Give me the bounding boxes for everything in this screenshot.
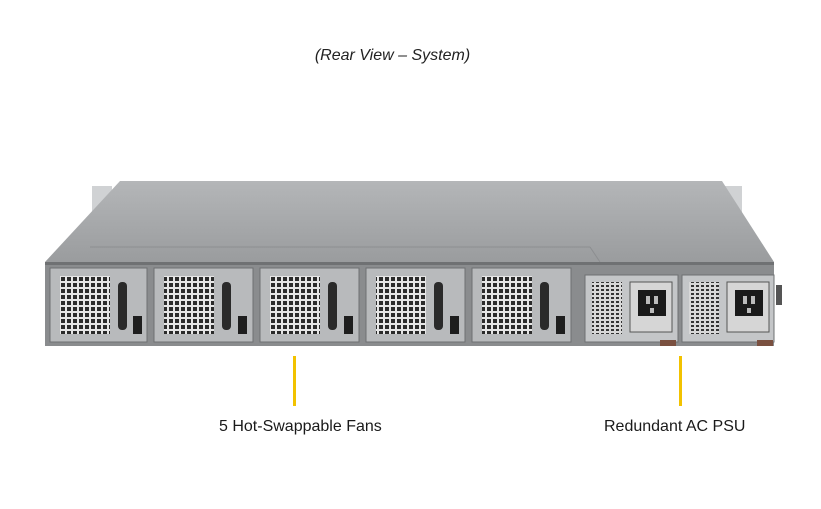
fan-module-4 (365, 267, 466, 343)
chassis-top-cover (45, 181, 774, 262)
psu-module-2 (681, 274, 775, 346)
fan-module-3 (259, 267, 360, 343)
psu-callout: Redundant AC PSU (604, 418, 746, 435)
fan-grille-icon (60, 276, 110, 334)
fans-callout: 5 Hot-Swappable Fans (219, 418, 382, 435)
fan-grille-icon (164, 276, 214, 334)
fan-grille-icon (482, 276, 532, 334)
fans-leader-line (293, 356, 296, 406)
view-caption: (Rear View – System) (314, 47, 471, 64)
fan-module-5 (471, 267, 572, 343)
fan-grille-icon (270, 276, 320, 334)
psu-module-1 (584, 274, 679, 346)
fan-module-2 (153, 267, 254, 343)
fan-module-1 (49, 267, 148, 343)
fan-grille-icon (376, 276, 426, 334)
psu-leader-line (679, 356, 682, 406)
